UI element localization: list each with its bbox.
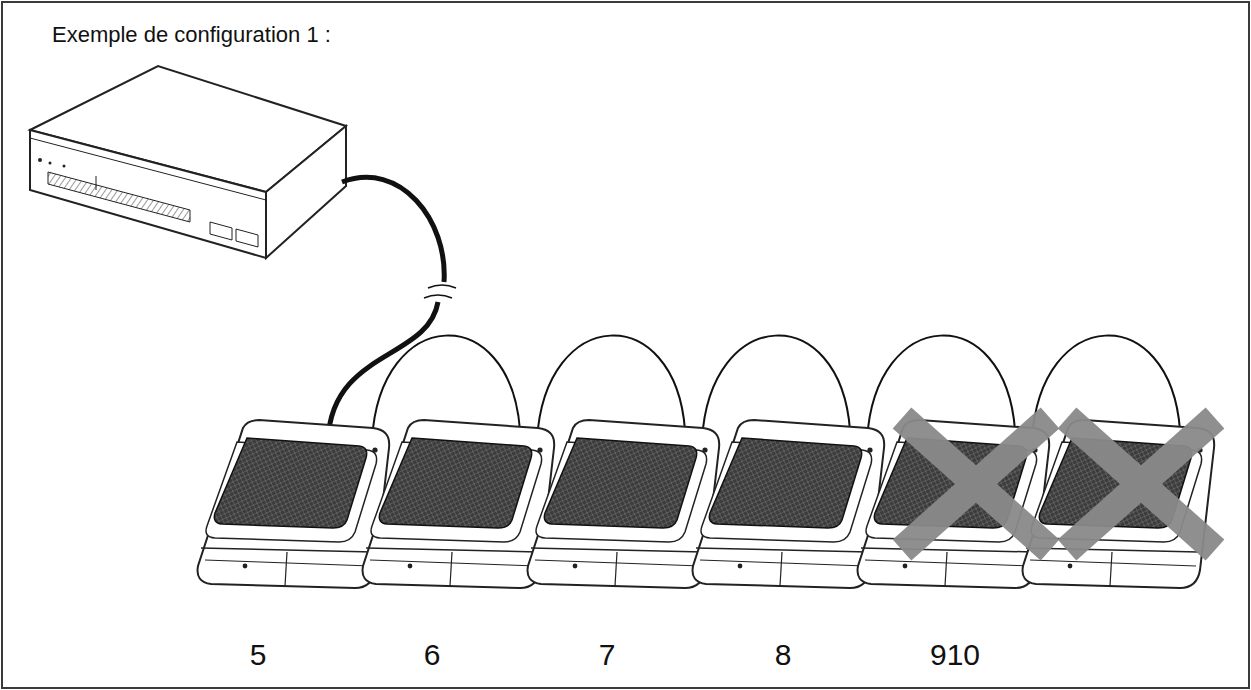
callout-number: 5 xyxy=(250,638,267,672)
main-unit xyxy=(30,66,346,258)
diagram-title: Exemple de configuration 1 : xyxy=(52,22,331,48)
callout-number: 7 xyxy=(599,638,616,672)
microphones xyxy=(198,420,1215,588)
callout-number: 910 xyxy=(930,638,980,672)
callout-number: 8 xyxy=(775,638,792,672)
callout-number: 6 xyxy=(424,638,441,672)
main-cable xyxy=(328,177,456,440)
not-allowed-cross xyxy=(902,418,1215,550)
